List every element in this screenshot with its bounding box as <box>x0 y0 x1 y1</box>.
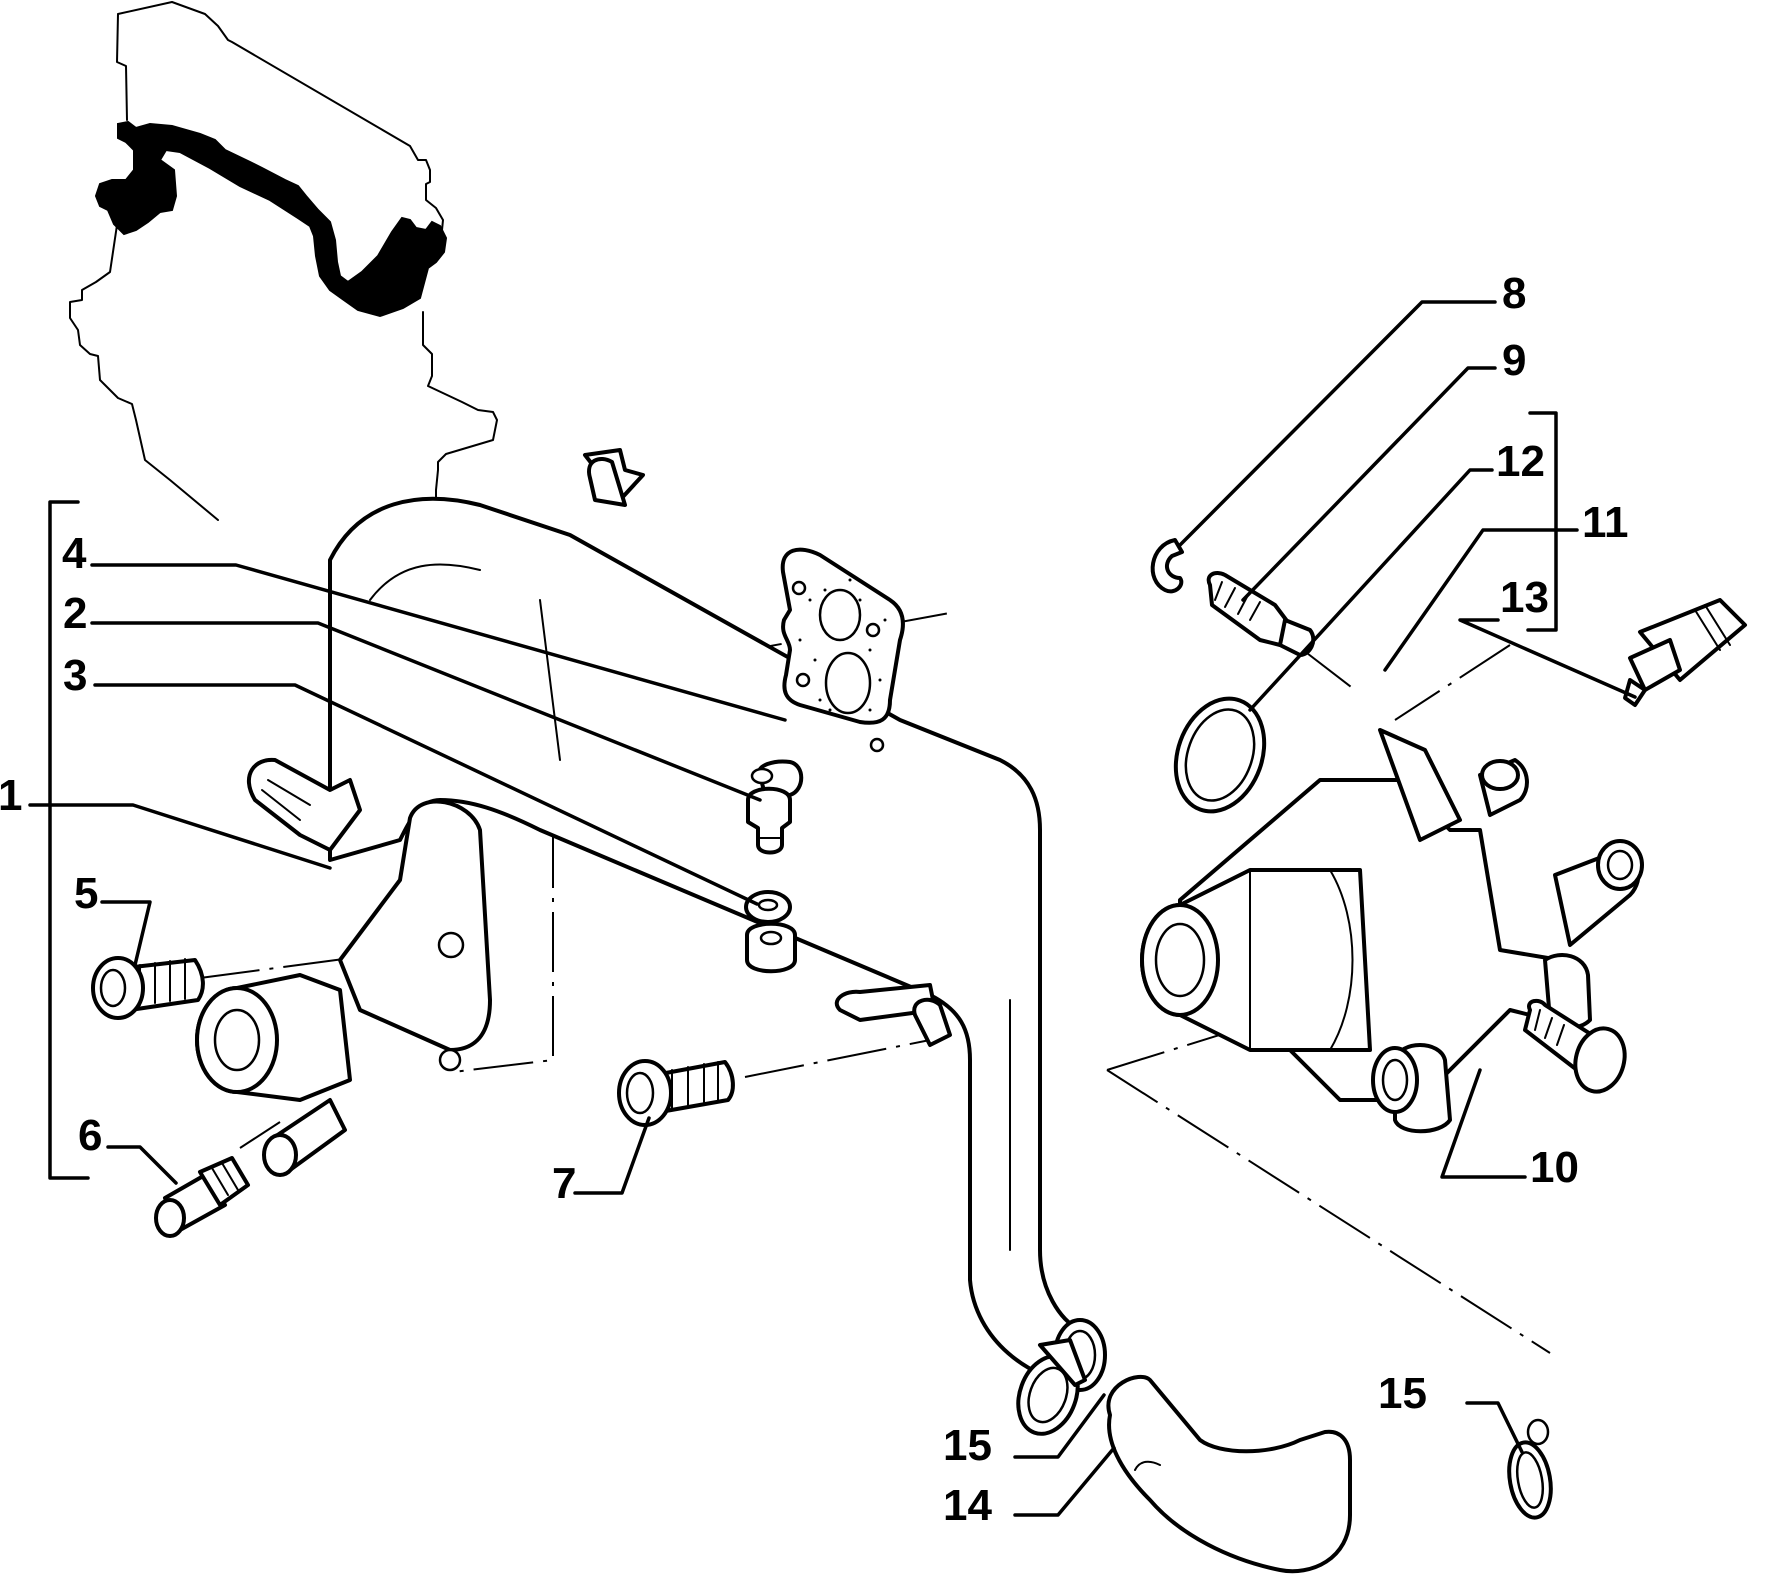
pipe-flange <box>338 799 492 1052</box>
clamp-part-15b <box>1507 1418 1553 1520</box>
callout-2: 2 <box>63 589 87 638</box>
callout-15a: 15 <box>943 1421 992 1470</box>
washer-part-3 <box>744 890 792 924</box>
callout-10: 10 <box>1530 1143 1579 1192</box>
leader-5 <box>100 900 152 967</box>
nipple-part-6 <box>154 1156 250 1238</box>
leader-10 <box>1440 1068 1527 1179</box>
callout-1: 1 <box>0 771 22 820</box>
leader-2 <box>90 621 762 802</box>
callout-12: 12 <box>1496 437 1545 486</box>
clamp-part-15a <box>1016 1338 1087 1436</box>
leader-6 <box>106 1145 178 1185</box>
bolt-part-10 <box>1523 998 1627 1094</box>
coolant-pipe-highlight <box>94 120 448 318</box>
leader-14 <box>1013 1446 1116 1517</box>
clip-part-8 <box>1150 538 1184 594</box>
pipe-boss <box>745 921 797 974</box>
leader-13 <box>1458 618 1637 699</box>
leader-15b <box>1465 1401 1524 1454</box>
leader-15a <box>1013 1393 1106 1459</box>
engine-location-inset <box>69 1 498 531</box>
leader-lines <box>28 300 1637 1517</box>
callout-5: 5 <box>74 869 98 918</box>
callout-6: 6 <box>78 1111 102 1160</box>
o-ring-part-12 <box>1173 696 1267 814</box>
leader-3 <box>93 683 759 906</box>
engine-block-outline <box>69 1 498 531</box>
callout-7: 7 <box>552 1159 576 1208</box>
callout-3: 3 <box>63 651 87 700</box>
callout-14: 14 <box>943 1481 992 1530</box>
leader-7 <box>573 1116 651 1195</box>
thermostat-housing-part-11 <box>1140 728 1644 1134</box>
leader-12 <box>1248 468 1494 712</box>
callout-4: 4 <box>62 529 87 578</box>
gasket-part-4 <box>780 547 905 753</box>
bolt-part-7 <box>617 1059 735 1127</box>
hose-part-14 <box>1106 1374 1352 1574</box>
callout-13: 13 <box>1500 573 1549 622</box>
sensor-part-13 <box>1623 598 1747 707</box>
group-bracket-1 <box>48 500 90 1180</box>
leader-9 <box>1241 366 1497 602</box>
stud-part-9 <box>1206 571 1316 657</box>
leader-1 <box>28 803 332 870</box>
leader-4 <box>90 563 787 722</box>
callout-9: 9 <box>1502 336 1526 385</box>
group-bracket-11 <box>1526 411 1558 632</box>
plug-part-2 <box>746 786 792 855</box>
callout-8: 8 <box>1502 269 1526 318</box>
leader-11 <box>1383 528 1579 672</box>
callout-labels: 1 2 3 4 5 6 7 8 9 10 11 12 13 14 15 15 <box>0 269 1629 1530</box>
pipe-upper-nipple <box>247 757 362 852</box>
leader-8 <box>1178 300 1497 547</box>
callout-15b: 15 <box>1378 1369 1427 1418</box>
bolt-part-5 <box>91 956 205 1020</box>
callout-11: 11 <box>1582 498 1629 547</box>
